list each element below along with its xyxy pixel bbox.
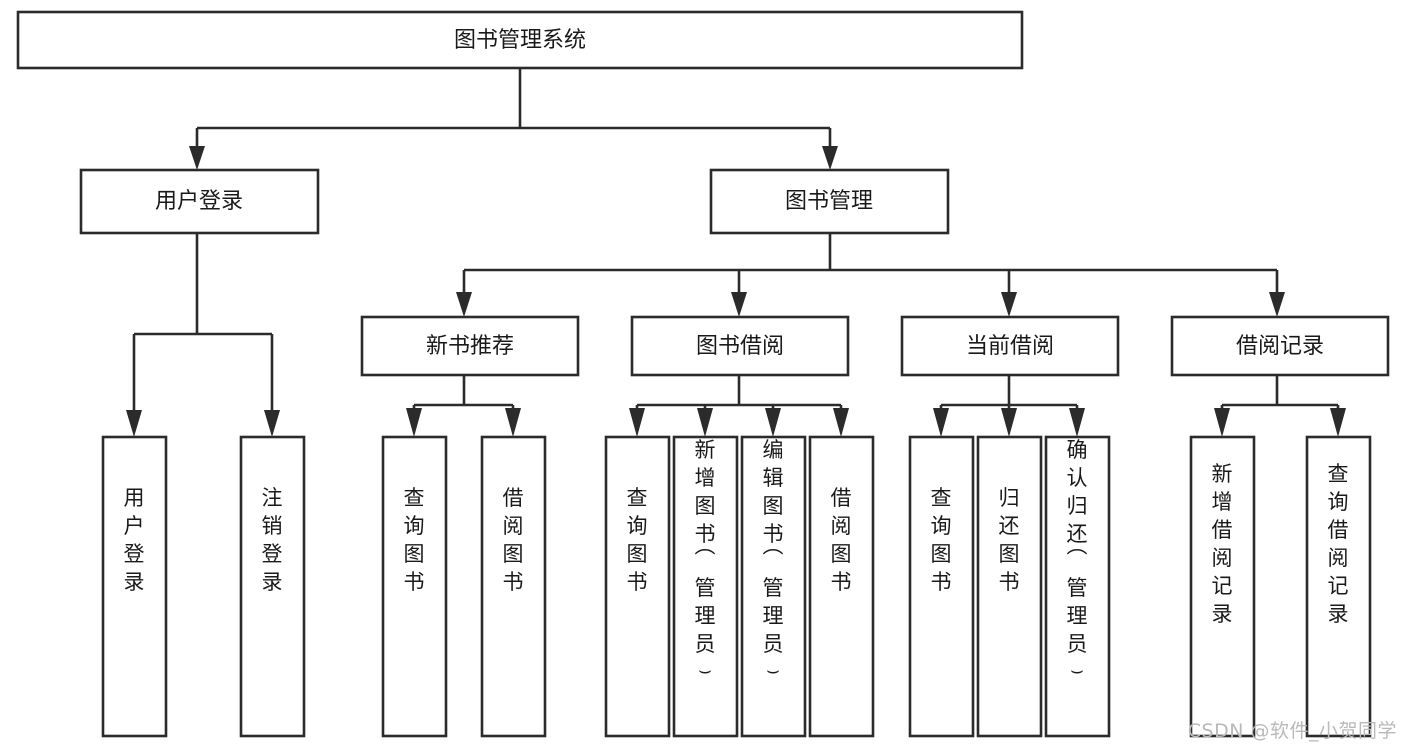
- node-leaf-query-book-2-label: 查询图书: [627, 486, 648, 594]
- arrow-l2-0-to-leaf-1: [264, 410, 280, 437]
- node-leaf-confirm-return-admin-box[interactable]: [1044, 435, 1111, 738]
- node-leaf-confirm-return-admin-label: 确认归还⌒管理员⌣: [1067, 438, 1088, 682]
- node-leaf-add-book-admin-label: 新增图书⌒管理员⌣: [695, 438, 716, 682]
- node-new-book-recommend[interactable]: 新书推荐: [360, 315, 580, 377]
- arrow-l3-1-to-leaf-5: [697, 408, 713, 437]
- node-leaf-query-borrow-record-box[interactable]: [1305, 435, 1372, 738]
- node-leaf-query-book-2-box[interactable]: [604, 435, 671, 738]
- arrow-l3-1-to-leaf-6: [765, 408, 781, 437]
- node-leaf-query-borrow-record-label: 查询借阅记录: [1328, 462, 1349, 626]
- node-book-borrow-label: 图书借阅: [696, 334, 784, 359]
- node-leaf-borrow-book-1[interactable]: 借阅图书: [480, 435, 547, 738]
- arrow-root-to-l2-0: [189, 146, 205, 170]
- node-current-borrow[interactable]: 当前借阅: [900, 315, 1120, 377]
- node-user-login-box[interactable]: [79, 168, 320, 235]
- node-leaf-edit-book-admin-label: 编辑图书⌒管理员⌣: [763, 438, 784, 682]
- node-book-borrow[interactable]: 图书借阅: [630, 315, 850, 377]
- node-borrow-record-box[interactable]: [1170, 315, 1390, 377]
- node-leaf-query-book-2[interactable]: 查询图书: [604, 435, 671, 738]
- node-leaf-return-book-box[interactable]: [976, 435, 1043, 738]
- node-user-login[interactable]: 用户登录: [79, 168, 320, 235]
- node-user-login-label: 用户登录: [155, 189, 243, 214]
- arrow-l2-1-to-l3-2: [1001, 292, 1017, 317]
- arrow-l2-1-to-l3-1: [731, 292, 747, 317]
- node-leaf-logout-label: 注销登录: [262, 486, 283, 594]
- arrow-l3-3-to-leaf-12: [1330, 408, 1346, 437]
- node-leaf-borrow-book-2[interactable]: 借阅图书: [808, 435, 875, 738]
- node-book-management-label: 图书管理: [785, 189, 873, 214]
- edge-layer: [126, 68, 1346, 437]
- node-leaf-query-book-3[interactable]: 查询图书: [908, 435, 975, 738]
- node-leaf-logout-box[interactable]: [239, 435, 306, 738]
- node-borrow-record-label: 借阅记录: [1236, 334, 1324, 359]
- node-leaf-query-book-1-label: 查询图书: [404, 486, 425, 594]
- node-leaf-query-borrow-record[interactable]: 查询借阅记录: [1305, 435, 1372, 738]
- arrow-l2-1-to-l3-3: [1269, 292, 1285, 317]
- node-leaf-return-book[interactable]: 归还图书: [976, 435, 1043, 738]
- arrow-l3-0-to-leaf-2: [406, 408, 422, 437]
- node-leaf-add-borrow-record-label: 新增借阅记录: [1212, 462, 1233, 626]
- node-new-book-recommend-box[interactable]: [360, 315, 580, 377]
- arrow-root-to-l2-1: [822, 146, 838, 170]
- node-leaf-borrow-book-2-label: 借阅图书: [831, 486, 852, 594]
- node-leaf-add-book-admin-box[interactable]: [672, 435, 739, 738]
- arrow-l3-2-to-leaf-8: [933, 408, 949, 437]
- node-leaf-query-book-1[interactable]: 查询图书: [381, 435, 448, 738]
- node-leaf-user-login-box[interactable]: [101, 435, 168, 738]
- node-leaf-add-book-admin[interactable]: 新增图书⌒管理员⌣: [672, 435, 739, 738]
- csdn-watermark: CSDN @软件_小贺同学: [1187, 720, 1397, 742]
- arrow-l3-2-to-leaf-10: [1069, 408, 1085, 437]
- node-book-management-box[interactable]: [709, 168, 950, 235]
- node-layer: 图书管理系统 用户登录 图书管理 新书推荐 图书借阅: [16, 10, 1390, 738]
- node-current-borrow-box[interactable]: [900, 315, 1120, 377]
- arrow-l3-3-to-leaf-11: [1214, 408, 1230, 437]
- node-leaf-confirm-return-admin[interactable]: 确认归还⌒管理员⌣: [1044, 435, 1111, 738]
- arrow-l3-0-to-leaf-3: [505, 408, 521, 437]
- arrow-l3-2-to-leaf-9: [1001, 408, 1017, 437]
- node-leaf-borrow-book-1-label: 借阅图书: [503, 486, 524, 594]
- node-leaf-add-borrow-record-box[interactable]: [1189, 435, 1256, 738]
- node-leaf-return-book-label: 归还图书: [999, 486, 1020, 594]
- node-new-book-recommend-label: 新书推荐: [426, 334, 514, 359]
- node-leaf-add-borrow-record[interactable]: 新增借阅记录: [1189, 435, 1256, 738]
- node-book-borrow-box[interactable]: [630, 315, 850, 377]
- arrow-l3-1-to-leaf-4: [629, 408, 645, 437]
- node-book-management[interactable]: 图书管理: [709, 168, 950, 235]
- arrow-l3-1-to-leaf-7: [833, 408, 849, 437]
- arrow-l2-1-to-l3-0: [456, 292, 472, 317]
- node-root[interactable]: 图书管理系统: [16, 10, 1024, 70]
- node-current-borrow-label: 当前借阅: [966, 334, 1054, 359]
- node-leaf-borrow-book-2-box[interactable]: [808, 435, 875, 738]
- node-leaf-edit-book-admin[interactable]: 编辑图书⌒管理员⌣: [740, 435, 807, 738]
- node-borrow-record[interactable]: 借阅记录: [1170, 315, 1390, 377]
- node-root-box[interactable]: [16, 10, 1024, 70]
- node-leaf-logout[interactable]: 注销登录: [239, 435, 306, 738]
- node-leaf-query-book-3-box[interactable]: [908, 435, 975, 738]
- node-leaf-user-login-label: 用户登录: [124, 486, 145, 594]
- node-leaf-query-book-3-label: 查询图书: [931, 486, 952, 594]
- node-root-label: 图书管理系统: [454, 28, 586, 53]
- arrow-l2-0-to-leaf-0: [126, 410, 142, 437]
- node-leaf-user-login[interactable]: 用户登录: [101, 435, 168, 738]
- node-leaf-query-book-1-box[interactable]: [381, 435, 448, 738]
- node-leaf-borrow-book-1-box[interactable]: [480, 435, 547, 738]
- node-leaf-edit-book-admin-box[interactable]: [740, 435, 807, 738]
